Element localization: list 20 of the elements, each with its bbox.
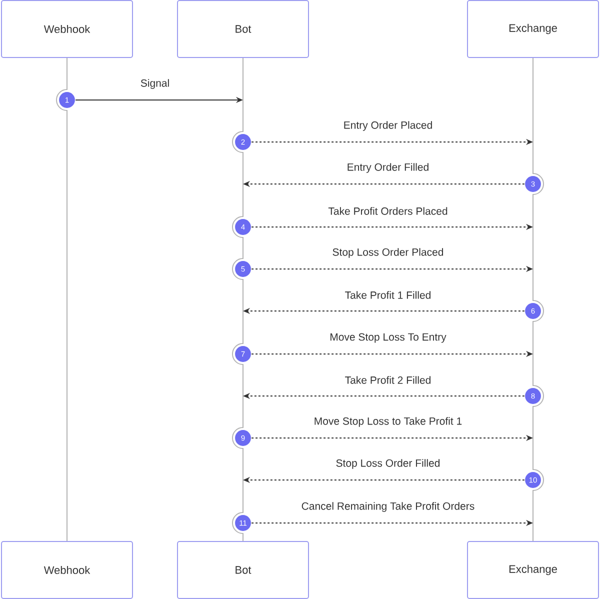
message-label: Cancel Remaining Take Profit Orders xyxy=(300,501,476,513)
lifeline xyxy=(532,58,544,542)
participant-box: Webhook xyxy=(1,0,133,58)
message-label: Take Profit 1 Filled xyxy=(344,290,432,300)
message-label: Entry Order Placed xyxy=(342,120,434,132)
lifeline xyxy=(56,58,68,542)
participant-box: Exchange xyxy=(467,541,599,599)
message-label: Stop Loss Order Filled xyxy=(334,458,442,470)
message-label: Entry Order Filled xyxy=(346,162,430,174)
participant-box: Bot xyxy=(177,541,309,599)
message-label: Stop Loss Order Placed xyxy=(331,247,445,259)
message-label: Take Profit Orders Placed xyxy=(327,206,449,216)
participant-box: Bot xyxy=(177,0,309,58)
message-label: Signal xyxy=(139,78,171,90)
message-label: Move Stop Loss to Take Profit 1 xyxy=(312,416,464,428)
message-label: Take Profit 2 Filled xyxy=(344,375,432,385)
message-label: Move Stop Loss To Entry xyxy=(328,332,448,344)
participant-box: Webhook xyxy=(1,541,133,599)
participant-box: Exchange xyxy=(467,0,599,58)
lifeline xyxy=(232,58,244,542)
